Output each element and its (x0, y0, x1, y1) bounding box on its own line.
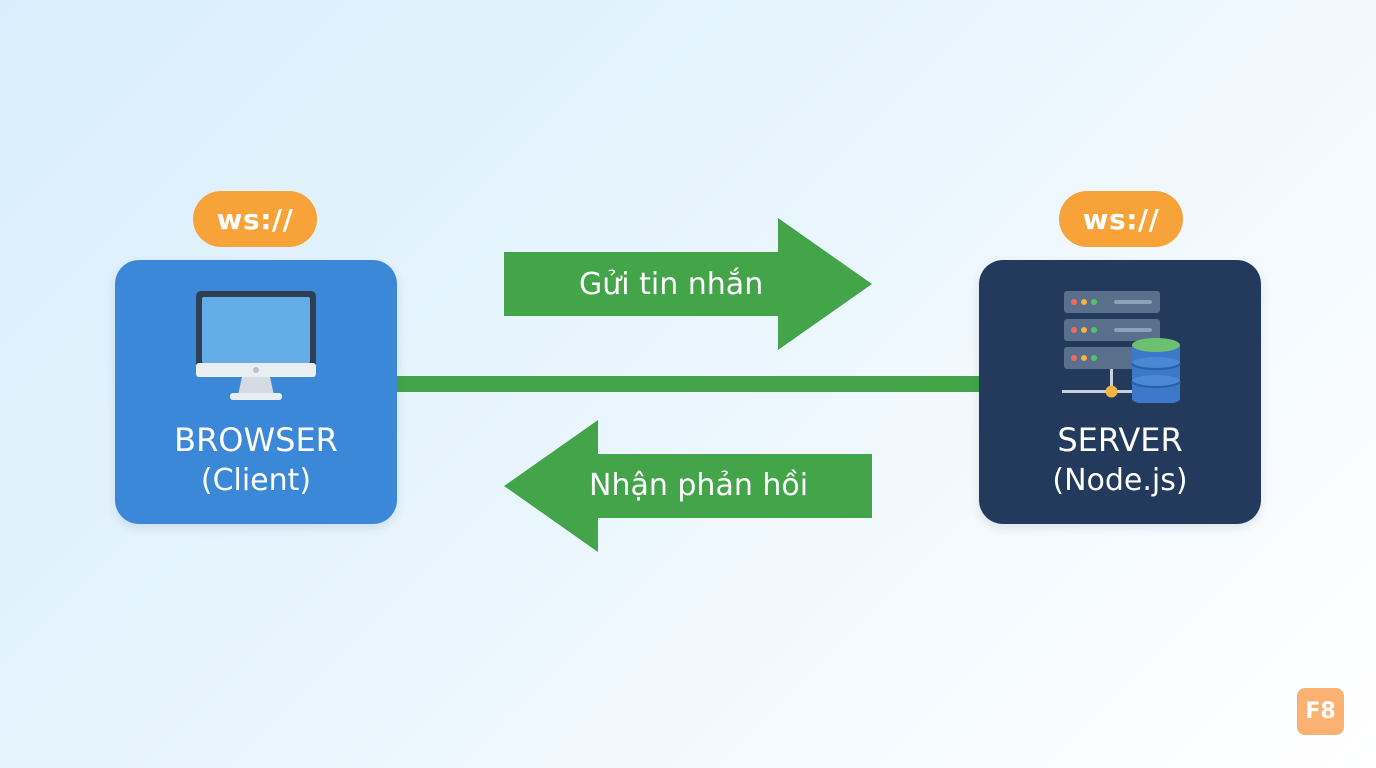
server-node: SERVER (Node.js) (979, 260, 1261, 524)
send-arrow-label: Gửi tin nhắn (579, 267, 764, 302)
send-arrow (504, 218, 872, 350)
browser-title: BROWSER (174, 421, 338, 459)
desktop-monitor-icon (196, 291, 316, 400)
browser-subtitle: (Client) (200, 463, 312, 498)
server-database-icon (1062, 291, 1181, 403)
f8-logo: F8 (1297, 688, 1344, 735)
server-subtitle: (Node.js) (1052, 463, 1188, 498)
browser-protocol-badge: ws:// (193, 191, 317, 247)
receive-arrow (504, 420, 872, 552)
browser-node: BROWSER (Client) (115, 260, 397, 524)
server-title: SERVER (1057, 421, 1183, 459)
receive-arrow-label: Nhận phản hồi (589, 468, 809, 503)
server-protocol-badge: ws:// (1059, 191, 1183, 247)
send-arrow-shape (504, 218, 872, 350)
connection-line (397, 376, 979, 392)
receive-arrow-shape (504, 420, 872, 552)
